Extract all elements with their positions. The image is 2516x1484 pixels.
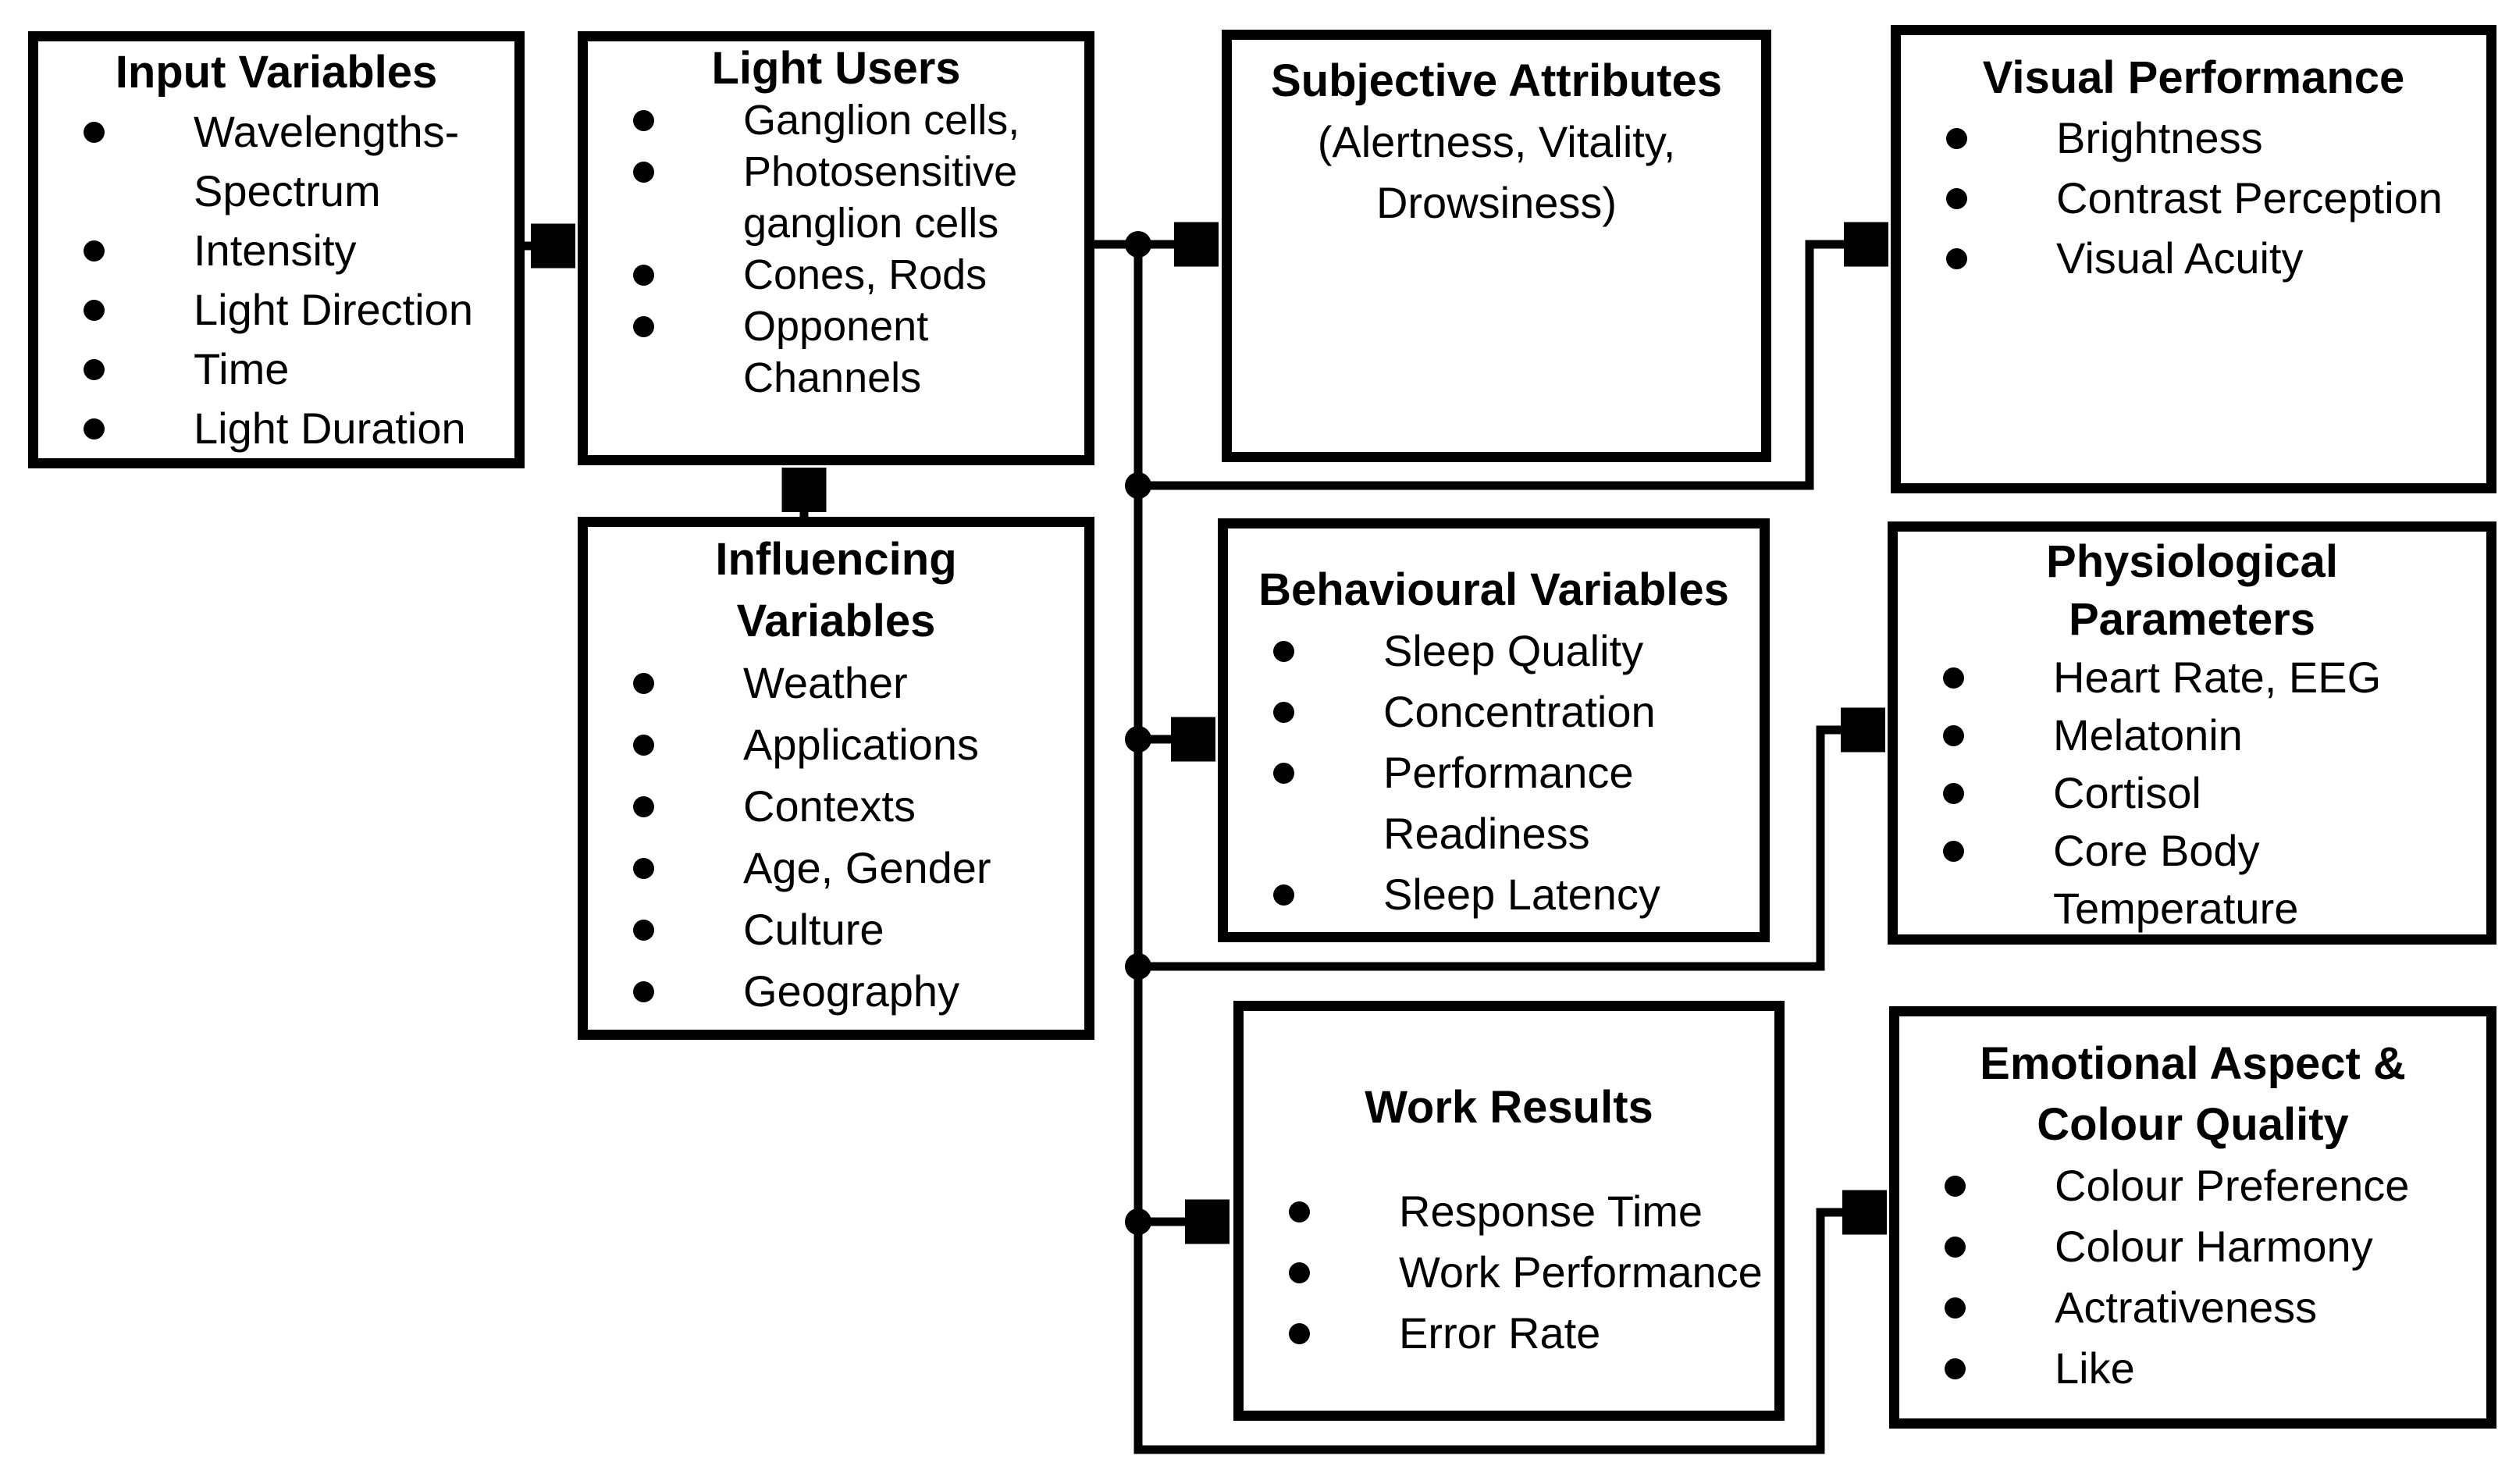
- bullet-item: Colour Harmony: [1910, 1216, 2475, 1277]
- bullet-item: Culture: [599, 899, 1073, 960]
- box-physiological-parameters: Physiological Parameters Heart Rate, EEG…: [1888, 521, 2496, 945]
- bullet-item: Heart Rate, EEG: [1909, 649, 2475, 706]
- bullet-list: Ganglion cells,Photosensitive ganglion c…: [588, 94, 1084, 404]
- bullet-item: Contrast Perception: [1912, 168, 2475, 228]
- box-emotional-aspect-colour-quality: Emotional Aspect & Colour Quality Colour…: [1889, 1006, 2496, 1429]
- box-title: Behavioural Variables: [1258, 564, 1729, 615]
- box-title: Influencing Variables: [715, 534, 957, 646]
- bullet-item: Sleep Latency: [1239, 864, 1749, 925]
- bullet-item: Wavelengths-Spectrum: [49, 102, 504, 221]
- bullet-item: Intensity: [49, 221, 504, 280]
- bullet-item: Geography: [599, 960, 1073, 1022]
- bullet-item: Photosensitive ganglion cells: [599, 146, 1073, 249]
- bullet-item: Applications: [599, 714, 1073, 775]
- junction-dot: [1125, 953, 1151, 980]
- bullet-item: Colour Preference: [1910, 1155, 2475, 1216]
- box-title: Visual Performance: [1982, 52, 2405, 103]
- bullet-item: Light Duration: [49, 399, 504, 458]
- bullet-item: Cortisol: [1909, 764, 2475, 822]
- bullet-item: Concentration: [1239, 682, 1749, 742]
- box-title: Physiological Parameters: [2046, 536, 2338, 645]
- box-title: Subjective Attributes: [1271, 55, 1722, 106]
- bullet-item: Performance Readiness: [1239, 742, 1749, 864]
- bullet-item: Visual Acuity: [1912, 228, 2475, 288]
- junction-dot: [1125, 472, 1151, 499]
- junction-dot: [1125, 231, 1151, 258]
- junction-dot: [1125, 726, 1151, 753]
- box-title: Input Variables: [115, 47, 438, 98]
- box-light-users: Light Users Ganglion cells,Photosensitiv…: [578, 31, 1094, 465]
- bullet-item: Weather: [599, 652, 1073, 714]
- bullet-item: Core Body Temperature: [1909, 822, 2475, 938]
- box-subjective-attributes: Subjective Attributes (Alertness, Vitali…: [1222, 30, 1771, 462]
- bullet-item: Time: [49, 340, 504, 399]
- bullet-item: Age, Gender: [599, 837, 1073, 899]
- junction-dot: [1125, 1208, 1151, 1235]
- bullet-item: Brightness: [1912, 108, 2475, 168]
- bullet-item: Opponent Channels: [599, 301, 1073, 404]
- bullet-item: Like: [1910, 1338, 2475, 1399]
- bullet-item: Ganglion cells,: [599, 94, 1073, 146]
- box-subtitle: (Alertness, Vitality, Drowsiness): [1317, 117, 1676, 227]
- bullet-item: Contexts: [599, 775, 1073, 837]
- box-title: Emotional Aspect & Colour Quality: [1980, 1038, 2406, 1150]
- bullet-item: Actrativeness: [1910, 1277, 2475, 1338]
- bullet-item: Cones, Rods: [599, 249, 1073, 301]
- bullet-item: Light Direction: [49, 280, 504, 340]
- bullet-item: Error Rate: [1254, 1303, 1763, 1364]
- box-title: Light Users: [711, 43, 961, 94]
- bullet-item: Sleep Quality: [1239, 621, 1749, 682]
- bullet-item: Response Time: [1254, 1181, 1763, 1242]
- bullet-item: Melatonin: [1909, 706, 2475, 764]
- bullet-item: Work Performance: [1254, 1242, 1763, 1303]
- box-title: Work Results: [1365, 1082, 1653, 1133]
